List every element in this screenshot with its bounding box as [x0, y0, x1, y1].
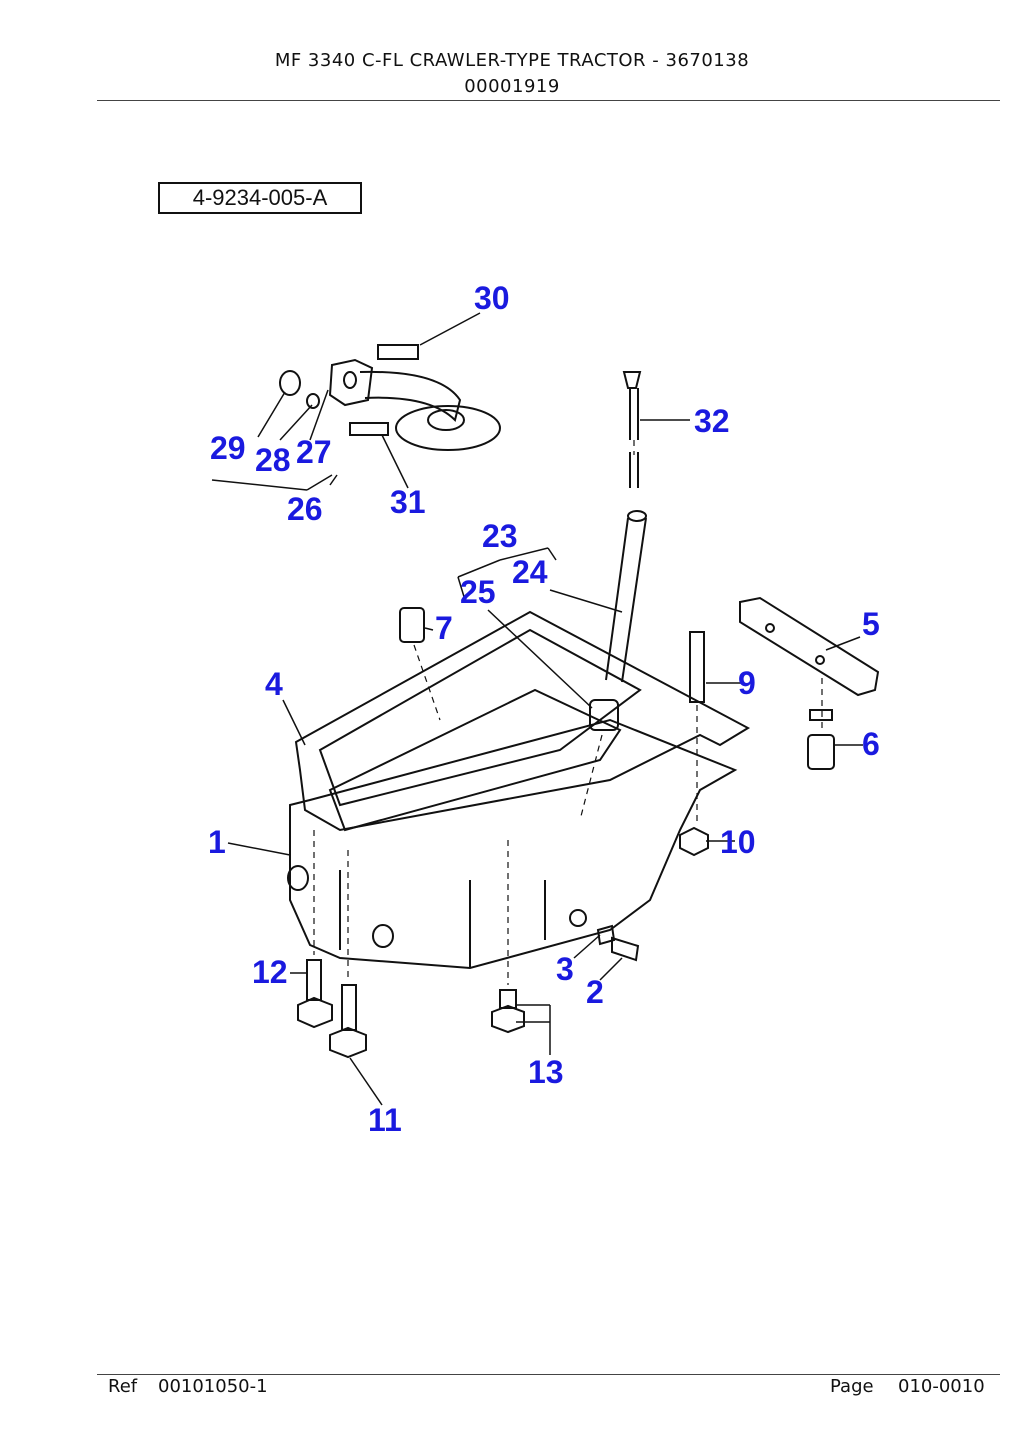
footer-page-value: 010-0010	[898, 1376, 985, 1397]
figure-reference-box: 4-9234-005-A	[158, 182, 362, 214]
callout-32: 32	[694, 403, 730, 439]
callout-27: 27	[296, 434, 332, 470]
callout-5: 5	[862, 606, 880, 642]
callout-2: 2	[586, 974, 604, 1010]
callout-4: 4	[265, 666, 283, 702]
callout-26: 26	[287, 491, 323, 527]
dipstick-tube-drawing	[605, 510, 647, 683]
oil-strainer-drawing	[279, 344, 501, 451]
callout-3: 3	[556, 951, 574, 987]
gasket-drawing	[294, 610, 751, 832]
oil-pan-drawing	[287, 688, 738, 970]
leader-lines	[211, 312, 863, 1106]
callout-28: 28	[255, 442, 291, 478]
callout-7: 7	[435, 610, 453, 646]
callout-24: 24	[512, 554, 548, 590]
footer-ref-label: Ref	[108, 1376, 138, 1397]
callout-10: 10	[720, 824, 756, 860]
bracket-drawing	[739, 596, 880, 697]
callout-23: 23	[482, 518, 518, 554]
header-divider	[97, 100, 1000, 101]
callout-1: 1	[208, 824, 226, 860]
fastener-drawings	[297, 607, 835, 1059]
dipstick-drawing	[622, 371, 642, 488]
callout-13: 13	[528, 1054, 564, 1090]
callout-25: 25	[460, 574, 496, 610]
callout-31: 31	[390, 484, 426, 520]
callout-12: 12	[252, 954, 288, 990]
footer-page-label: Page	[830, 1376, 874, 1397]
footer-ref-value: 00101050-1	[158, 1376, 268, 1397]
footer-divider	[97, 1374, 1000, 1375]
alignment-lines	[313, 440, 823, 985]
callout-29: 29	[210, 430, 246, 466]
document-code: 00001919	[464, 76, 560, 97]
callout-9: 9	[738, 665, 756, 701]
document-title: MF 3340 C-FL CRAWLER-TYPE TRACTOR - 3670…	[274, 50, 750, 71]
callout-11: 11	[368, 1102, 402, 1138]
callout-6: 6	[862, 726, 880, 762]
callout-30: 30	[474, 280, 510, 316]
